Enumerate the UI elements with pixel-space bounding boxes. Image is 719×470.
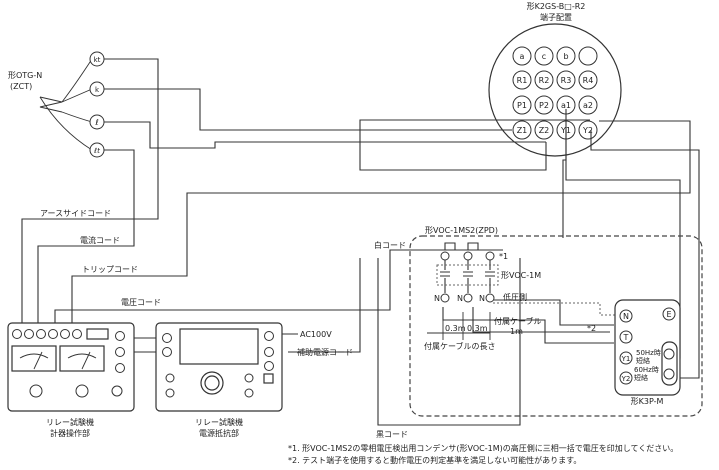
n-label-1: N	[434, 294, 440, 303]
socket-pin-label: Y2	[582, 126, 593, 135]
tester2-label: リレー試験機	[195, 417, 243, 427]
socket-pin-p1: P1	[512, 95, 532, 115]
zct-leads	[39, 58, 93, 151]
socket-outline	[488, 23, 622, 157]
socket-pin-a2: a2	[578, 95, 598, 115]
relay-tester-power-unit: リレー試験機 電源抵抗部	[155, 322, 283, 438]
short-60-label: 60Hz時	[634, 366, 659, 374]
aux-power-cord-label: 補助電源コード	[297, 347, 353, 357]
relay-terminal-T: T	[619, 330, 633, 344]
tester1-label: リレー試験機	[46, 417, 94, 427]
capacitor-assembly: *1 形VOC-1M 低圧側 N N N	[434, 242, 541, 303]
low-side-label: 低圧側	[503, 292, 527, 302]
socket-pin-label: R4	[583, 76, 594, 85]
svg-text:T: T	[623, 333, 629, 342]
socket-pin-label: R2	[539, 76, 550, 85]
short-60-sub: 短絡	[634, 373, 648, 382]
relay-k3p-m: 形K3P-M N T Y1 Y2 E 50Hz時 短絡 60Hz時 短絡	[614, 299, 681, 406]
socket-pin-label: a2	[583, 101, 593, 110]
svg-text:N: N	[623, 312, 629, 321]
note-2: *2. テスト端子を使用すると動作電圧の判定基準を満足しない可能性があります。	[288, 455, 581, 465]
ac100v-label: AC100V	[300, 330, 332, 339]
cable-attached-label: 付属ケーブル	[494, 316, 542, 326]
relay-terminal-N: N	[619, 309, 633, 323]
trip-cord-label: トリップコード	[82, 265, 138, 274]
earth-side-cord-label: アースサイドコード	[40, 209, 111, 218]
socket-pin-z2: Z2	[534, 120, 554, 140]
socket-pin-c: c	[534, 46, 554, 66]
socket-pin-z1: Z1	[512, 120, 532, 140]
relay-terminal-Y2: Y2	[619, 371, 633, 385]
tester1-sublabel: 計器操作部	[50, 428, 90, 438]
socket-pin-label: a	[520, 52, 525, 61]
capacitor-label: 形VOC-1M	[501, 271, 541, 280]
short-50-sub: 短絡	[636, 356, 650, 365]
zct-ground-transformer: 形OTG-N (ZCT) kt k ℓ ℓt	[8, 51, 105, 158]
svg-text:ℓt: ℓt	[93, 147, 100, 155]
svg-text:kt: kt	[94, 56, 101, 64]
n-label-2: N	[457, 294, 463, 303]
star1-marker: *1	[499, 252, 508, 261]
cable-length-annotations: 0.3m 0.3m 付属ケーブル 1m 付属ケーブルの長さ *2	[424, 312, 596, 351]
svg-text:E: E	[666, 310, 671, 319]
svg-text:Y1: Y1	[621, 355, 631, 363]
socket-title: 形K2GS-B□-R2	[527, 2, 586, 11]
socket-pin-r3: R3	[556, 70, 576, 90]
zpd-enclosure: 形VOC-1MS2(ZPD)	[409, 226, 703, 417]
socket-pin-label: P1	[517, 101, 527, 110]
svg-text:Y2: Y2	[621, 375, 631, 383]
socket-subtitle: 端子配置	[540, 12, 572, 22]
socket-pin-empty	[578, 46, 598, 66]
socket-pin-a1: a1	[556, 95, 576, 115]
relay-terminal-E: E	[662, 307, 676, 321]
length-a: 0.3m	[445, 324, 466, 333]
socket-pin-label: R1	[517, 76, 528, 85]
length-b: 0.3m	[467, 324, 488, 333]
tester2-sublabel: 電源抵抗部	[199, 428, 239, 438]
socket-pin-a: a	[512, 46, 532, 66]
zct-terminal-l: ℓ	[89, 114, 105, 130]
socket-pin-label: a1	[561, 101, 571, 110]
current-cord-label: 電流コード	[80, 235, 120, 245]
relay-terminal-Y1: Y1	[619, 351, 633, 365]
socket-pin-label: R3	[561, 76, 572, 85]
meter-2	[59, 345, 105, 372]
socket-pin-y2: Y2	[578, 120, 598, 140]
meter-1	[11, 345, 57, 372]
black-cord-label: 黒コード	[376, 430, 408, 439]
socket-pin-label: Z1	[517, 126, 528, 135]
socket-pin-b: b	[556, 46, 576, 66]
n-label-3: N	[479, 294, 485, 303]
socket-pin-p2: P2	[534, 95, 554, 115]
star2-marker: *2	[587, 324, 596, 333]
zct-label: 形OTG-N	[8, 71, 42, 80]
socket-pin-r2: R2	[534, 70, 554, 90]
zct-core-symbol	[39, 96, 63, 113]
socket-pin-label: P2	[539, 101, 549, 110]
svg-text:ℓ: ℓ	[94, 118, 98, 127]
zpd-title: 形VOC-1MS2(ZPD)	[425, 226, 498, 235]
zct-terminal-k: k	[89, 81, 105, 97]
white-cord-label: 白コード	[374, 240, 406, 250]
socket-pin-label: Z2	[539, 126, 550, 135]
wiring-lines	[21, 58, 700, 426]
socket-pin-label: c	[542, 52, 546, 61]
voltage-cord-label: 電圧コード	[121, 298, 161, 307]
cable-1m-label: 1m	[510, 327, 523, 336]
zct-terminal-kt: kt	[89, 51, 105, 67]
relay-title: 形K3P-M	[631, 397, 664, 406]
socket-pin-label: b	[563, 52, 568, 61]
zct-sublabel: (ZCT)	[10, 82, 32, 91]
svg-text:k: k	[95, 86, 100, 94]
socket-pin-r4: R4	[578, 70, 598, 90]
relay-tester-meter-unit: リレー試験機 計器操作部	[7, 322, 135, 438]
socket-pin-r1: R1	[512, 70, 532, 90]
zct-terminal-lt: ℓt	[89, 142, 105, 158]
note-1: *1. 形VOC-1MS2の零相電圧検出用コンデンサ(形VOC-1M)の高圧側に…	[288, 443, 678, 453]
short-50-label: 50Hz時	[636, 349, 661, 357]
cable-length-label: 付属ケーブルの長さ	[424, 341, 496, 351]
